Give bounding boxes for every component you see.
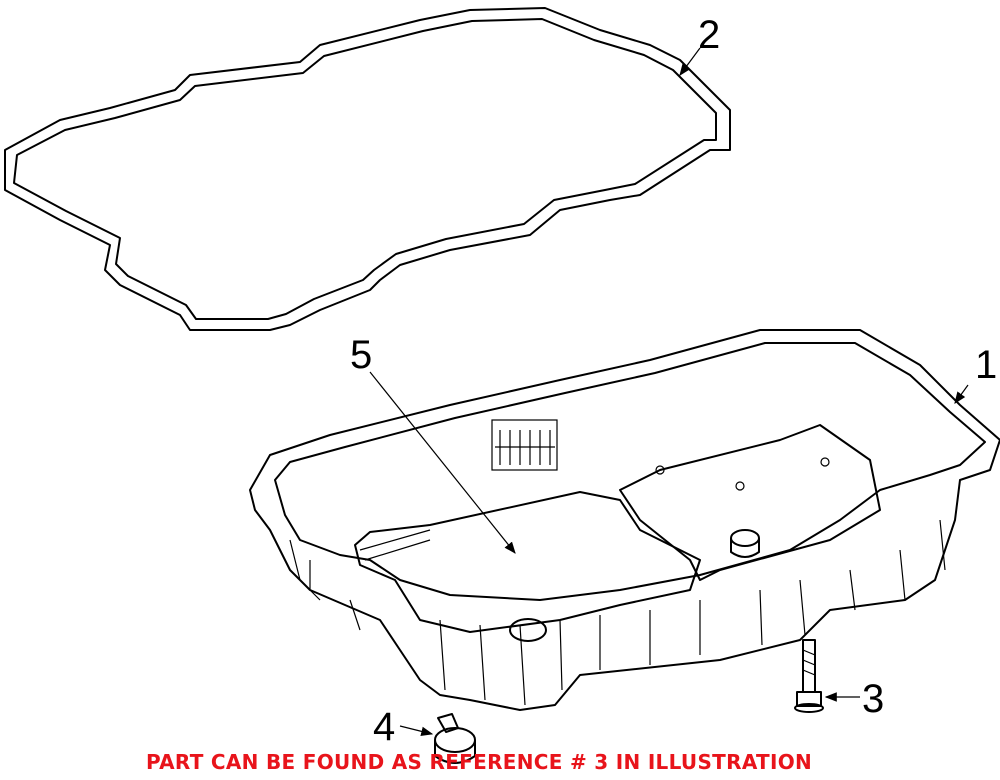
reference-notice: PART CAN BE FOUND AS REFERENCE # 3 IN IL… <box>146 750 813 774</box>
callout-2: 2 <box>698 13 720 57</box>
leader-1 <box>954 384 969 404</box>
leader-2 <box>679 47 701 76</box>
callout-4: 4 <box>373 705 395 749</box>
callout-1: 1 <box>975 343 997 387</box>
oil-pan[interactable] <box>249 329 1000 711</box>
pan-gasket[interactable] <box>4 7 731 331</box>
filter[interactable] <box>354 491 701 633</box>
leader-4 <box>399 725 434 737</box>
drain-plug[interactable] <box>434 713 476 764</box>
leader-5 <box>369 371 516 554</box>
pan-bolt[interactable] <box>794 639 824 713</box>
callout-5: 5 <box>350 333 372 377</box>
callout-3: 3 <box>862 677 884 721</box>
